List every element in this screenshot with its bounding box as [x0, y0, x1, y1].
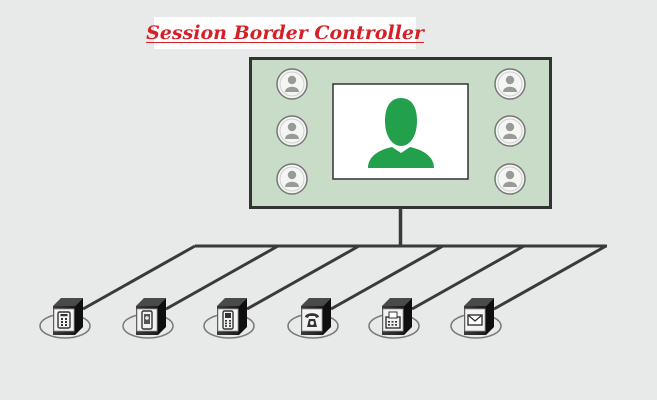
participant-avatars	[276, 68, 526, 195]
diagram-title: Session Border Controller	[146, 22, 424, 44]
user-icon	[494, 163, 526, 195]
smartphone-icon	[136, 308, 158, 332]
user-icon	[276, 163, 308, 195]
smartphone-endpoint	[122, 298, 174, 339]
user-icon	[494, 115, 526, 147]
network-branches	[82, 244, 607, 311]
keypad-phone-icon	[53, 308, 75, 332]
network	[82, 208, 607, 311]
network-branch	[493, 244, 607, 311]
endpoint-devices	[39, 298, 502, 339]
network-branch	[330, 244, 444, 311]
network-branch	[411, 244, 525, 311]
fax-icon	[382, 308, 404, 332]
network-branch	[246, 244, 360, 311]
network-branch	[165, 244, 279, 311]
desk-phone-endpoint	[287, 298, 339, 339]
sip-phone-endpoint	[39, 298, 91, 339]
network-branch	[82, 244, 196, 311]
mobile-phone-endpoint	[203, 298, 255, 339]
user-icon	[276, 68, 308, 100]
title-box: Session Border Controller	[146, 17, 424, 49]
telephone-icon	[301, 308, 323, 332]
fax-endpoint	[368, 298, 420, 339]
envelope-icon	[464, 308, 486, 332]
user-icon	[494, 68, 526, 100]
conference-monitor	[249, 57, 552, 209]
user-icon	[276, 115, 308, 147]
email-endpoint	[450, 298, 502, 339]
user-silhouette-icon	[368, 98, 434, 168]
mobile-phone-icon	[217, 308, 239, 332]
